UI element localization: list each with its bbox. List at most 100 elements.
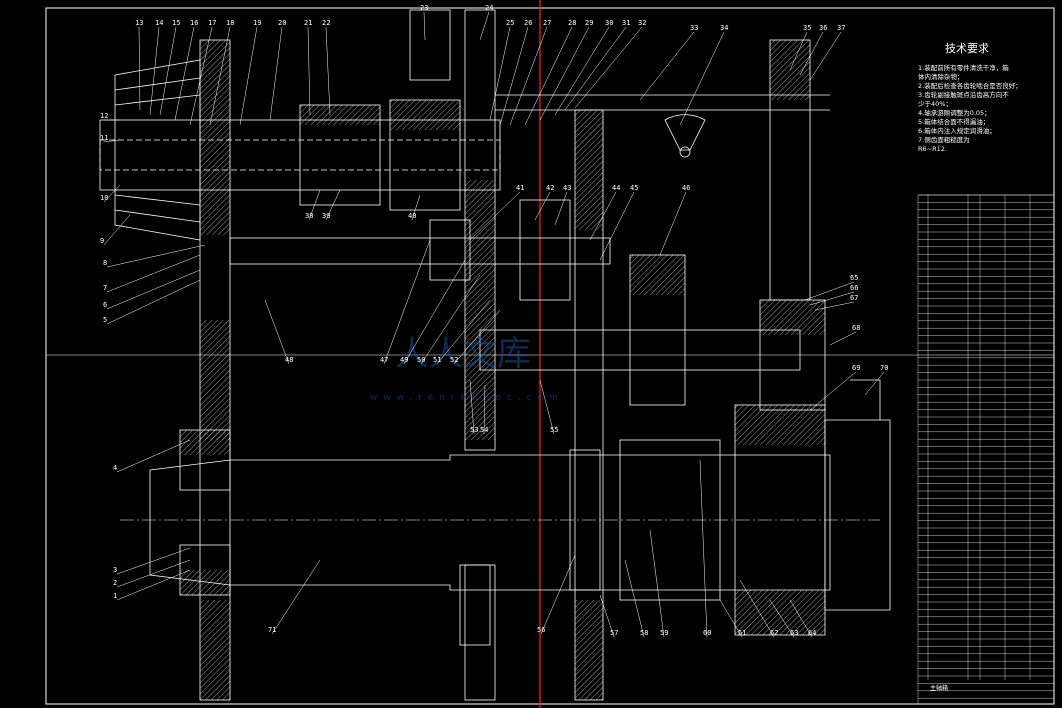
leader-line-24	[479, 11, 490, 41]
part-label-5: 5	[103, 316, 107, 324]
leader-line-53	[469, 379, 475, 435]
leader-line-22	[325, 26, 331, 116]
part-label-70: 70	[880, 364, 888, 372]
leader-line-19	[239, 26, 258, 126]
tech-requirement-line: 少于40%；	[918, 100, 952, 108]
leader-line-68	[829, 331, 857, 346]
tech-requirements-title: 技术要求	[945, 42, 989, 55]
leader-line-71	[271, 559, 321, 635]
part-label-61: 61	[738, 629, 746, 637]
leader-line-44	[589, 191, 617, 241]
leader-line-47	[383, 239, 431, 365]
leader-line-7	[106, 254, 201, 293]
part-label-69: 69	[852, 364, 860, 372]
leader-line-66	[809, 291, 855, 306]
part-label-44: 44	[612, 184, 620, 192]
leader-line-30	[554, 26, 610, 116]
part-label-33: 33	[690, 24, 698, 32]
leader-line-60	[699, 459, 708, 638]
leader-line-64	[789, 599, 813, 638]
watermark-text: 人人文库	[395, 334, 531, 374]
part-label-67: 67	[850, 294, 858, 302]
leader-line-67	[814, 301, 855, 311]
leader-line-37	[809, 31, 842, 81]
leader-line-5	[106, 279, 201, 325]
leader-line-36	[799, 31, 824, 76]
leader-line-61	[719, 599, 743, 638]
part-label-52: 52	[450, 356, 458, 364]
part-label-29: 29	[585, 19, 593, 27]
leader-line-25	[489, 26, 511, 121]
part-label-42: 42	[546, 184, 554, 192]
leader-line-45	[599, 191, 635, 261]
part-label-8: 8	[103, 259, 107, 267]
title-block-name: 主轴箱	[930, 684, 948, 692]
leader-line-20	[269, 26, 283, 121]
leader-line-14	[149, 26, 160, 116]
part-label-25: 25	[506, 19, 514, 27]
leader-line-15	[159, 26, 177, 116]
part-label-47: 47	[380, 356, 388, 364]
leader-line-4	[116, 439, 191, 473]
part-label-68: 68	[852, 324, 860, 332]
leader-line-10	[103, 184, 121, 203]
leader-line-43	[554, 191, 568, 226]
leader-line-38	[308, 189, 321, 221]
part-label-71: 71	[268, 626, 276, 634]
part-label-64: 64	[808, 629, 816, 637]
part-label-35: 35	[803, 24, 811, 32]
part-label-43: 43	[563, 184, 571, 192]
part-label-39: 39	[322, 212, 330, 220]
leader-line-8	[106, 244, 206, 268]
part-label-12: 12	[100, 112, 108, 120]
leader-line-57	[599, 594, 615, 638]
section-hatching	[180, 40, 825, 700]
part-label-13: 13	[135, 19, 143, 27]
leader-line-46	[659, 191, 687, 256]
leader-line-59	[649, 529, 665, 638]
leader-line-69	[809, 371, 857, 411]
part-label-65: 65	[850, 274, 858, 282]
part-label-11: 11	[100, 134, 108, 142]
leader-line-63	[769, 599, 795, 638]
part-label-56: 56	[537, 626, 545, 634]
leader-line-31	[564, 26, 627, 111]
part-label-32: 32	[638, 19, 646, 27]
leader-line-17	[189, 26, 213, 126]
part-label-38: 38	[305, 212, 313, 220]
leader-line-39	[325, 189, 341, 221]
part-label-34: 34	[720, 24, 728, 32]
part-label-51: 51	[433, 356, 441, 364]
leader-line-49	[403, 259, 466, 365]
leader-line-18	[209, 26, 231, 126]
part-label-58: 58	[640, 629, 648, 637]
part-label-19: 19	[253, 19, 261, 27]
part-label-2: 2	[113, 579, 117, 587]
leader-line-51	[436, 299, 491, 365]
part-label-54: 54	[480, 426, 488, 434]
part-label-24: 24	[485, 4, 493, 12]
tech-requirement-line: 2.装配后检查各齿轮啮合是否良好；	[918, 81, 1022, 90]
part-label-7: 7	[103, 284, 107, 292]
leader-line-50	[420, 274, 481, 365]
part-label-49: 49	[400, 356, 408, 364]
part-label-20: 20	[278, 19, 286, 27]
leader-line-56	[540, 554, 576, 635]
part-label-60: 60	[703, 629, 711, 637]
leader-line-3	[116, 547, 191, 575]
leader-line-58	[624, 559, 645, 638]
part-label-57: 57	[610, 629, 618, 637]
leader-line-9	[103, 214, 131, 246]
leader-line-1	[116, 569, 191, 601]
leader-line-34	[679, 31, 725, 126]
part-label-4: 4	[113, 464, 117, 472]
tech-requirement-line: 4.轴承游隙调整为0.05；	[918, 108, 991, 117]
leader-line-65	[804, 281, 855, 301]
leader-line-40	[411, 194, 421, 221]
part-label-21: 21	[304, 19, 312, 27]
part-label-18: 18	[226, 19, 234, 27]
leader-line-23	[423, 11, 426, 41]
part-label-59: 59	[660, 629, 668, 637]
leader-line-2	[116, 559, 191, 588]
